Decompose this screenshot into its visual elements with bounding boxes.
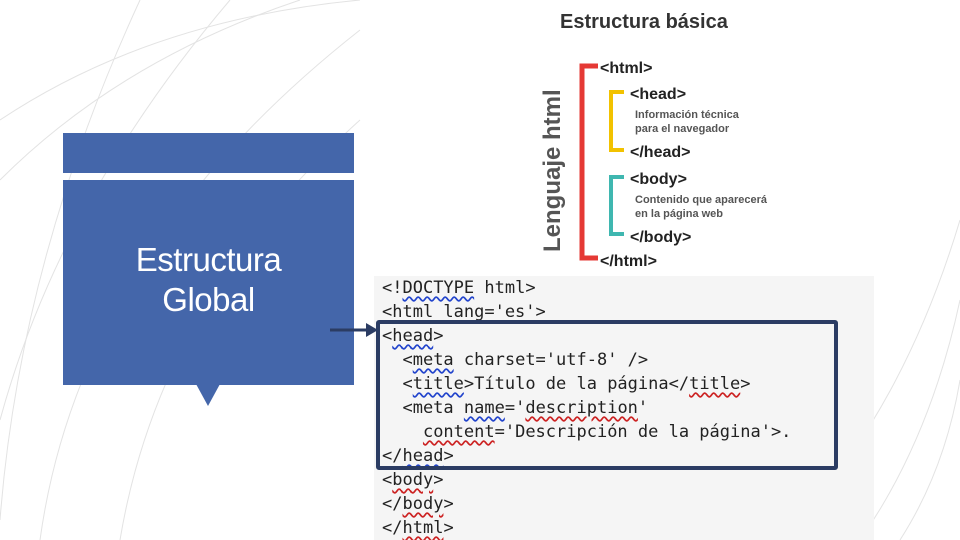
- code-token: >: [433, 326, 444, 346]
- diagram-title: Estructura básica: [560, 11, 729, 33]
- code-token-description: description: [525, 398, 638, 418]
- code-line-meta-description: <meta name='description': [382, 396, 648, 420]
- code-token: >: [740, 374, 751, 394]
- code-token: >: [433, 470, 444, 490]
- html-bracket: [579, 63, 598, 261]
- head-description-1: Información técnica: [635, 109, 740, 121]
- code-token-html: html: [402, 518, 444, 538]
- code-line-meta-charset: <meta charset='utf-8' />: [382, 348, 648, 372]
- code-token: <: [382, 350, 413, 370]
- slide-title-line2: Global: [162, 281, 255, 318]
- slide-title-line1: Estructura: [135, 241, 282, 278]
- code-token: html>: [474, 278, 536, 298]
- title-panel: [63, 180, 354, 385]
- code-token-head: head: [402, 446, 444, 466]
- code-token: =': [504, 398, 526, 418]
- head-bracket: [609, 90, 624, 152]
- code-token: >: [443, 518, 454, 538]
- code-token: <: [382, 374, 413, 394]
- code-line-content: content='Descripción de la página'>.: [382, 420, 791, 444]
- code-token-title: title: [412, 374, 464, 394]
- code-token-title-close: title: [689, 374, 741, 394]
- code-line-doctype: <!DOCTYPE html>: [382, 276, 536, 300]
- code-token-doctype: DOCTYPE: [402, 278, 475, 298]
- code-line-head-close: </head>: [382, 444, 454, 468]
- body-description-2: en la página web: [635, 208, 723, 220]
- code-token: </: [382, 446, 403, 466]
- header-bar: [63, 133, 354, 173]
- html-structure-diagram: Estructura básica Lenguaje html <html> <…: [539, 11, 768, 270]
- code-token: <meta: [382, 398, 464, 418]
- code-line-title: <title>Título de la página</title>: [382, 372, 751, 396]
- body-close-tag: </body>: [630, 229, 691, 246]
- code-token-content: content: [422, 422, 495, 442]
- head-open-tag: <head>: [630, 86, 686, 103]
- code-token-head: head: [392, 326, 434, 346]
- code-token-meta: meta: [412, 350, 454, 370]
- body-open-tag: <body>: [630, 171, 687, 188]
- code-token: <!: [382, 278, 403, 298]
- code-line-html-open: <html lang='es'>: [382, 302, 546, 322]
- code-line-html-close: </html>: [382, 516, 454, 540]
- code-token-body: body: [392, 470, 434, 490]
- head-highlight-box: [376, 320, 838, 470]
- arrow-right-icon: [330, 323, 378, 337]
- code-line-head-open: <head>: [382, 324, 443, 348]
- code-token: </: [382, 518, 403, 538]
- code-line-body-close: </body>: [382, 492, 454, 516]
- code-token: ='Descripción de la página'>.: [494, 422, 792, 442]
- html-close-tag: </html>: [600, 253, 657, 270]
- body-bracket: [609, 175, 624, 236]
- code-token-body: body: [402, 494, 444, 514]
- head-description-2: para el navegador: [635, 123, 730, 135]
- html-open-tag: <html>: [600, 60, 652, 77]
- head-close-tag: </head>: [630, 144, 690, 161]
- code-token: <: [382, 326, 393, 346]
- code-token: ': [637, 398, 649, 418]
- code-token: >: [443, 494, 454, 514]
- code-token-name: name: [463, 398, 505, 418]
- code-token: >Título de la página</: [463, 374, 690, 394]
- code-token: </: [382, 494, 403, 514]
- code-token: >: [443, 446, 454, 466]
- code-token: <: [382, 470, 393, 490]
- slide-title: Estructura Global: [63, 240, 354, 320]
- diagram-side-label: Lenguaje html: [539, 89, 566, 252]
- code-line-body-open: <body>: [382, 468, 443, 492]
- body-description-1: Contenido que aparecerá: [635, 194, 768, 206]
- panel-pointer: [196, 384, 220, 406]
- code-token: charset='utf-8' />: [453, 350, 649, 370]
